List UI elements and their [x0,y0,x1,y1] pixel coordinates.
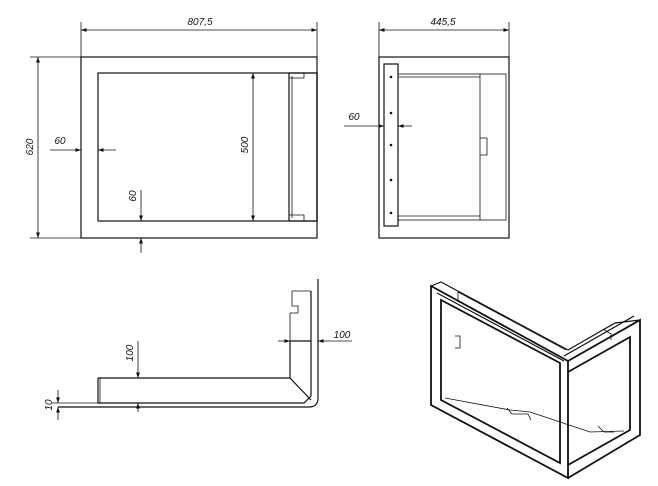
front-view: 807,5 620 60 500 60 [25,17,318,253]
screw-hole [389,111,393,115]
iso-right-frame-outer [567,318,641,479]
side-outer-body [378,56,510,239]
isometric-view [430,281,641,480]
section-thk-label: 10 [44,399,55,411]
section-base-top [98,377,312,401]
iso-floor-line [444,397,625,433]
section-base-height-label: 100 [125,344,136,361]
section-return [289,340,311,378]
front-side-frame-label: 60 [54,136,66,147]
iso-back-inner [457,291,567,351]
side-depth-label: 445,5 [430,17,455,28]
side-inner-box [397,73,507,221]
front-height-label: 620 [25,138,36,155]
iso-floor-notch [506,407,532,421]
side-view: 445,5 60 [344,17,510,239]
iso-side-clip [455,335,461,349]
front-bottom-frame-label: 60 [128,190,139,202]
iso-front-frame-inner [440,298,561,465]
front-top-tab [289,73,305,79]
front-right-panel [288,72,318,222]
iso-floor-notch-2 [597,425,614,433]
front-bottom-tab [289,214,305,221]
screw-hole [389,75,393,79]
iso-right-clip [602,328,612,340]
side-notch [480,137,488,156]
iso-front-frame-outer [430,284,569,480]
section-view: 100 100 10 [44,279,352,420]
front-opening-label: 500 [240,136,251,153]
section-return-label: 100 [334,330,351,341]
side-flange-label: 60 [348,112,360,123]
section-outer-profile [58,279,319,408]
front-outer-frame [80,56,318,239]
iso-back-top [430,281,641,351]
side-screw-holes [389,75,393,215]
front-width-label: 807,5 [187,17,212,28]
screw-hole [389,178,393,182]
iso-right-frame-inner [567,335,631,466]
screw-hole [389,211,393,215]
iso-front-frame-edge [436,292,565,362]
screw-hole [389,143,393,147]
section-top-clip [290,290,311,314]
section-inner-profile [97,291,312,404]
